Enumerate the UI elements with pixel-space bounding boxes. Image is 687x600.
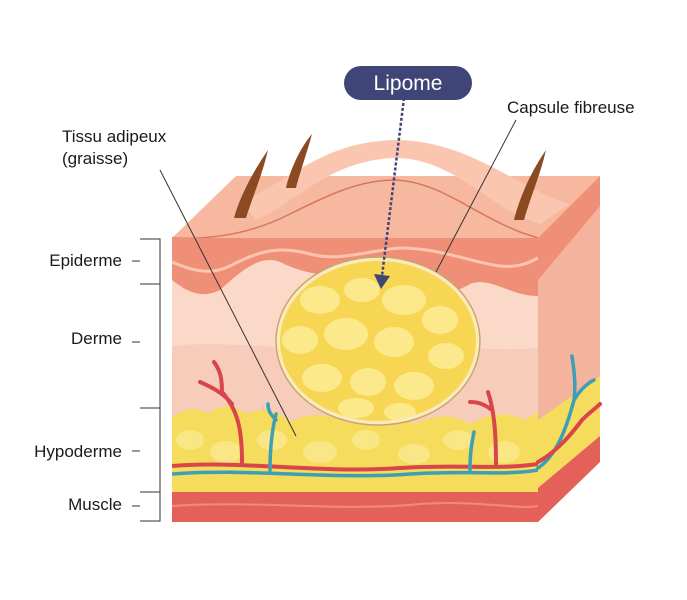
side-epidermis (538, 176, 600, 280)
dermis-label: Derme (71, 329, 122, 348)
main-label-pill (344, 66, 472, 100)
artery-branch-right (468, 390, 498, 466)
hair-right (514, 150, 546, 220)
capsule-leader-line (435, 119, 517, 273)
adipose-label-line2: (graisse) (62, 149, 128, 168)
adipose-leader-line (159, 169, 297, 437)
lipoma-pointer-arrowhead (374, 274, 390, 289)
layer-bracket (132, 238, 161, 522)
skin-bump-top (240, 140, 570, 224)
hair-left (234, 150, 268, 218)
vein-horizontal (172, 468, 538, 478)
hair-middle (286, 134, 312, 188)
muscle-label: Muscle (68, 495, 122, 514)
lipoma-fat-lobules (282, 278, 464, 421)
adipose-label-line1: Tissu adipeux (62, 127, 167, 146)
vein-branch-left (266, 402, 278, 472)
artery-branch-left (198, 360, 244, 464)
epidermis-label: Epiderme (49, 251, 122, 270)
artery-side (536, 402, 602, 464)
capsule-label: Capsule fibreuse (507, 98, 635, 117)
side-fat (538, 376, 600, 488)
vein-branch-right (468, 430, 476, 472)
side-muscle (538, 436, 600, 522)
hypodermis-fat-layer (172, 406, 538, 492)
epidermis-inner-line (172, 246, 538, 273)
artery-horizontal (172, 462, 538, 472)
fat-cells (176, 430, 520, 464)
skin-top-line (171, 179, 539, 240)
muscle-stripe (172, 502, 538, 508)
main-label: Lipome (374, 72, 443, 95)
hypodermis-label: Hypoderme (34, 442, 122, 461)
